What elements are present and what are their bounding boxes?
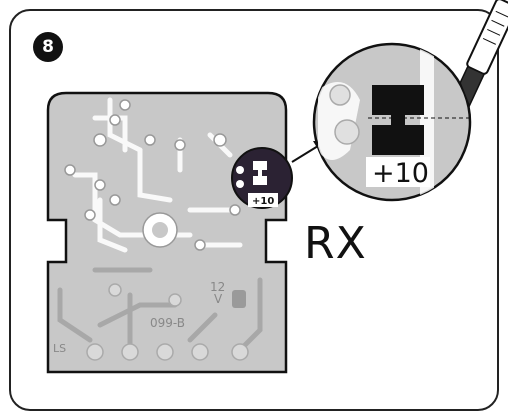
jumper-highlight: +10 bbox=[231, 147, 293, 209]
pcb-board: 12 V 099-B LS bbox=[46, 91, 288, 374]
magnifier-circle-icon: +10 bbox=[312, 42, 472, 202]
jumper-label: +10 bbox=[372, 158, 429, 189]
cutter-knife-icon bbox=[459, 0, 508, 108]
jumper-label-small: +10 bbox=[252, 196, 274, 207]
receiver-label: RX bbox=[304, 218, 367, 269]
board-code: 099-B bbox=[150, 316, 185, 330]
corner-label: LS bbox=[53, 342, 66, 355]
voltage-label-v: V bbox=[214, 292, 223, 306]
voltage-label-12: 12 bbox=[210, 280, 225, 294]
step-number-badge: 8 bbox=[33, 32, 63, 62]
